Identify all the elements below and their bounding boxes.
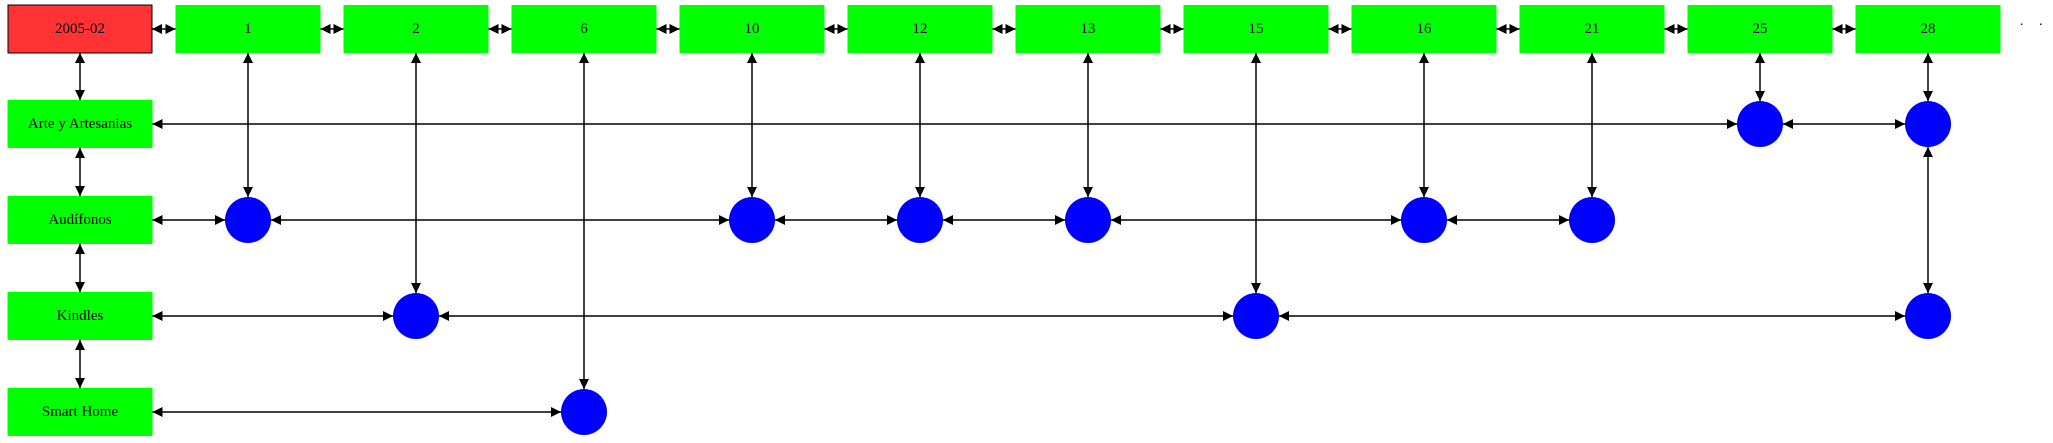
day-box-21 [1519, 5, 1665, 53]
day-box-10 [679, 5, 825, 53]
event-dot [1065, 197, 1111, 243]
category-label: Kindles [57, 308, 104, 324]
event-dot [897, 197, 943, 243]
event-dot [1905, 293, 1951, 339]
day-label-16: 16 [1417, 21, 1433, 37]
trailing-ellipsis: . . [2020, 14, 2049, 29]
month-header-box [7, 4, 153, 54]
day-box-15 [1183, 5, 1329, 53]
day-box-25 [1687, 5, 1833, 53]
event-dot [1401, 197, 1447, 243]
edges-layer [75, 24, 1933, 417]
event-dot [1569, 197, 1615, 243]
day-label-25: 25 [1753, 21, 1768, 37]
event-dot [561, 389, 607, 435]
category-label: Arte y Artesanias [28, 116, 132, 132]
event-dot [225, 197, 271, 243]
day-box-12 [847, 5, 993, 53]
day-label-13: 13 [1081, 21, 1096, 37]
day-label-10: 10 [745, 21, 760, 37]
day-label-2: 2 [412, 21, 420, 37]
category-box [7, 100, 153, 148]
event-dot [1737, 101, 1783, 147]
event-dot [729, 197, 775, 243]
day-label-28: 28 [1921, 21, 1936, 37]
day-box-16 [1351, 5, 1497, 53]
day-box-2 [343, 5, 489, 53]
event-dot [393, 293, 439, 339]
day-label-12: 12 [913, 21, 928, 37]
day-label-21: 21 [1585, 21, 1600, 37]
day-box-28 [1855, 5, 2001, 53]
event-dot [1233, 293, 1279, 339]
category-box [7, 292, 153, 340]
month-header-label: 2005-02 [55, 21, 105, 37]
day-box-13 [1015, 5, 1161, 53]
category-box [7, 196, 153, 244]
day-label-6: 6 [580, 21, 588, 37]
day-label-15: 15 [1249, 21, 1264, 37]
day-label-1: 1 [244, 21, 252, 37]
category-box [7, 388, 153, 436]
day-box-6 [511, 5, 657, 53]
category-label: Smart Home [42, 404, 119, 420]
event-dot [1905, 101, 1951, 147]
category-label: Audífonos [48, 212, 111, 228]
day-box-1 [175, 5, 321, 53]
